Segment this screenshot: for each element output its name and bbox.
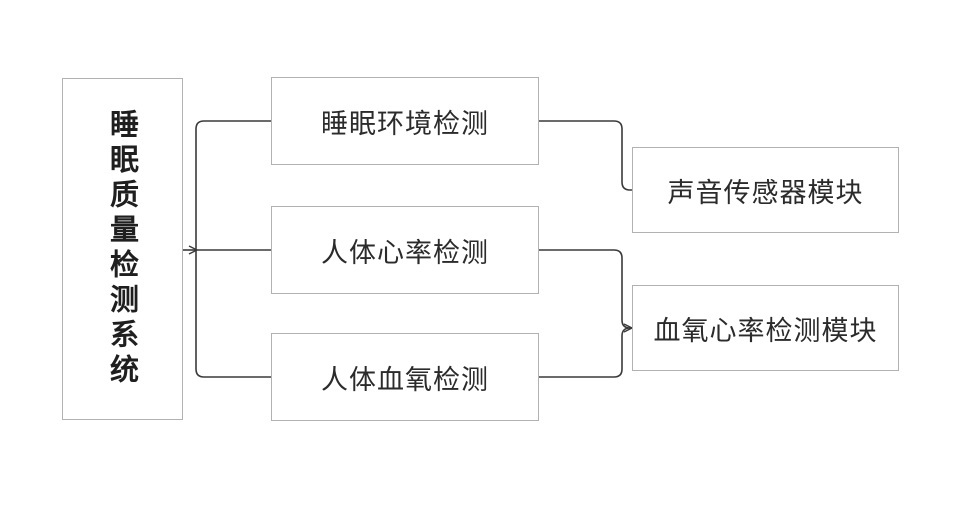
edge-root-to-mid-0 xyxy=(195,120,271,250)
node-sleep-environment-detection[interactable]: 睡眠环境检测 xyxy=(271,77,539,165)
node-human-heart-rate-detection[interactable]: 人体心率检测 xyxy=(271,206,539,294)
node-sound-sensor-module[interactable]: 声音传感器模块 xyxy=(632,147,899,233)
node-label: 血氧心率检测模块 xyxy=(653,315,878,347)
node-label: 人体血氧检测 xyxy=(321,364,489,396)
edge-mid-1-to-right-1 xyxy=(539,249,632,329)
edge-root-to-mid-2 xyxy=(195,250,271,378)
node-spo2-heart-rate-module[interactable]: 血氧心率检测模块 xyxy=(632,285,899,371)
node-human-blood-oxygen-detection[interactable]: 人体血氧检测 xyxy=(271,333,539,421)
edge-mid-2-to-right-1 xyxy=(539,327,632,378)
edge-root-junction-arrow xyxy=(188,245,198,255)
node-label: 人体心率检测 xyxy=(321,237,489,269)
root-node-label: 睡眠质量检测系统 xyxy=(105,109,140,389)
edge-right-1-junction-arrow xyxy=(623,323,633,333)
node-label: 声音传感器模块 xyxy=(667,177,864,209)
root-node-sleep-quality-system[interactable]: 睡眠质量检测系统 xyxy=(62,78,183,420)
edge-mid-0-to-right-0 xyxy=(539,120,632,191)
node-label: 睡眠环境检测 xyxy=(321,108,489,140)
